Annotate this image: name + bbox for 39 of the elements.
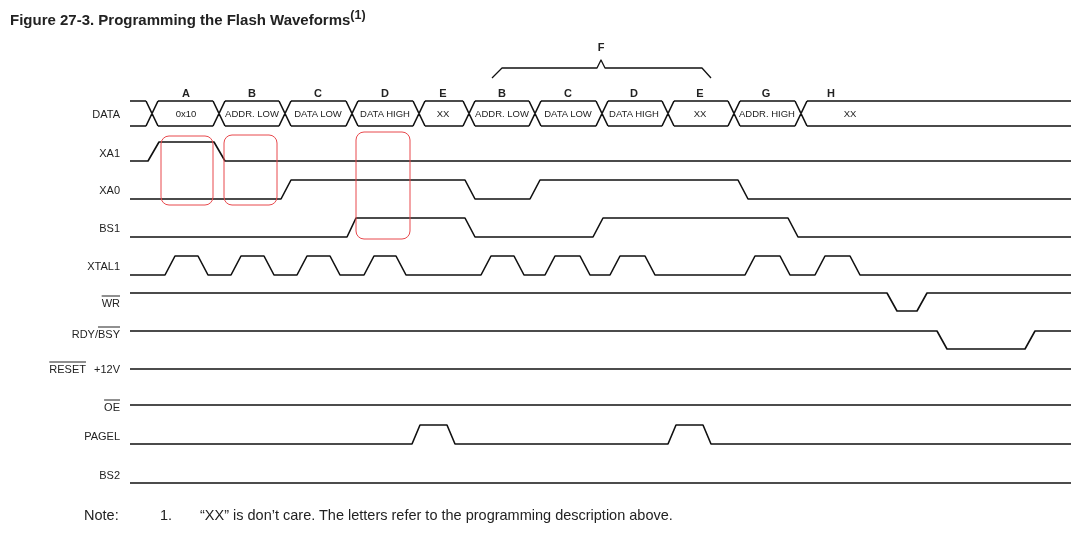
signal-name: XTAL1 (87, 260, 120, 272)
figure-title: Figure 27-3. Programming the Flash Waveforms$^{(1)}$ (10, 9, 366, 27)
signal-name: XA1 (99, 147, 120, 159)
bus-value: 0x10 (175, 109, 197, 119)
step-letter: H (827, 87, 835, 99)
step-letter: G (761, 87, 771, 99)
bus-value: ADDR. HIGH (739, 109, 795, 119)
bus-value: DATA LOW (294, 109, 342, 119)
signal-name: +12V (94, 363, 120, 375)
bus-value: XX (436, 109, 450, 119)
bus-value: DATA HIGH (609, 109, 659, 119)
step-letter: C (564, 87, 572, 99)
step-letter: C (314, 87, 322, 99)
bus-value: XX (843, 109, 857, 119)
bus-value: ADDR. LOW (225, 109, 279, 119)
step-letter: B (248, 87, 256, 99)
bus-value: DATA LOW (544, 109, 592, 119)
signal-name: WR (101, 297, 120, 309)
step-letter: D (381, 87, 389, 99)
signal-name: XA0 (99, 184, 120, 196)
step-letter: E (696, 87, 704, 99)
signal-name: DATA (92, 108, 120, 120)
signal-name: PAGEL (84, 430, 120, 442)
step-letter: B (498, 87, 506, 99)
signal-name: OE (104, 401, 120, 413)
note-text: “XX” is don’t care. The letters refer to the programming description above. (200, 507, 673, 523)
note-label: Note: (84, 507, 119, 523)
step-letter: A (182, 87, 190, 99)
note-number: 1. (160, 507, 173, 523)
bus-value: XX (693, 109, 707, 119)
signal-name: RDY/BSY (71, 328, 120, 340)
bus-value: DATA HIGH (360, 109, 410, 119)
step-letter: D (630, 87, 638, 99)
step-letter: E (439, 87, 447, 99)
bracket-label: F (597, 41, 605, 53)
signal-name: BS1 (99, 222, 120, 234)
signal-name: RESET (49, 363, 86, 375)
bus-value: ADDR. LOW (475, 109, 529, 119)
signal-name: BS2 (99, 469, 120, 481)
